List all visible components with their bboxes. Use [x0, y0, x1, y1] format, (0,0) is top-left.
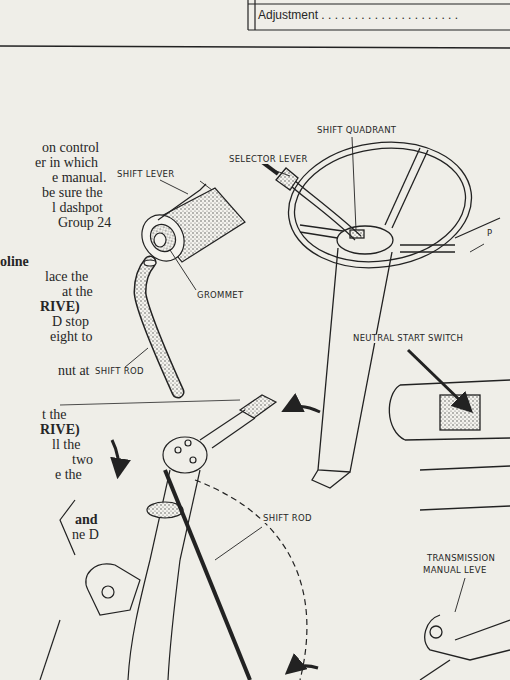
- body-text-fragment: ne D: [72, 527, 99, 542]
- body-text-fragment: ll the: [52, 437, 80, 452]
- body-text-fragment: e manual.: [52, 170, 106, 185]
- body-text-fragment: nut at: [58, 363, 90, 378]
- part-label: SHIFT LEVER: [116, 170, 175, 179]
- page-rules: [0, 0, 510, 48]
- body-text-fragment: eight to: [50, 329, 92, 344]
- steering-wheel: [262, 131, 500, 488]
- part-label: P: [486, 229, 493, 238]
- part-label: GROMMET: [196, 291, 245, 300]
- body-text-fragment: RIVE): [40, 299, 80, 314]
- body-text-fragment: Group 24: [58, 215, 111, 230]
- body-text-fragment: t the: [42, 407, 67, 422]
- body-text-fragment: er in which: [35, 155, 98, 170]
- part-label: SHIFT ROD: [94, 367, 145, 376]
- neutral-start-switch: [389, 350, 510, 510]
- body-text-fragment: be sure the: [42, 185, 103, 200]
- part-label: SHIFT QUADRANT: [316, 126, 397, 135]
- header-entry: Adjustment . . . . . . . . . . . . . . .…: [258, 9, 458, 22]
- shift-lever-detail: [134, 184, 245, 392]
- part-label: NEUTRAL START SWITCH: [352, 334, 464, 343]
- body-text-fragment: two: [72, 452, 93, 467]
- body-text-fragment: D stop: [52, 314, 89, 329]
- column-assembly: [40, 395, 320, 680]
- part-label: SELECTOR LEVER: [228, 155, 309, 164]
- body-text-fragment: oline: [0, 254, 29, 269]
- part-label: TRANSMISSION: [426, 554, 496, 563]
- part-label: SHIFT ROD: [262, 514, 313, 523]
- body-text-fragment: on control: [42, 140, 99, 155]
- body-text-fragment: and: [75, 512, 98, 527]
- body-text-fragment: at the: [62, 284, 93, 299]
- body-text-fragment: RIVE): [40, 422, 80, 437]
- transmission-manual-lever: [420, 615, 510, 680]
- part-label: MANUAL LEVE: [422, 566, 488, 575]
- body-text-fragment: lace the: [45, 269, 88, 284]
- leader-lines: [124, 137, 484, 612]
- body-text-fragment: l dashpot: [52, 200, 103, 215]
- body-text-fragment: e the: [55, 467, 82, 482]
